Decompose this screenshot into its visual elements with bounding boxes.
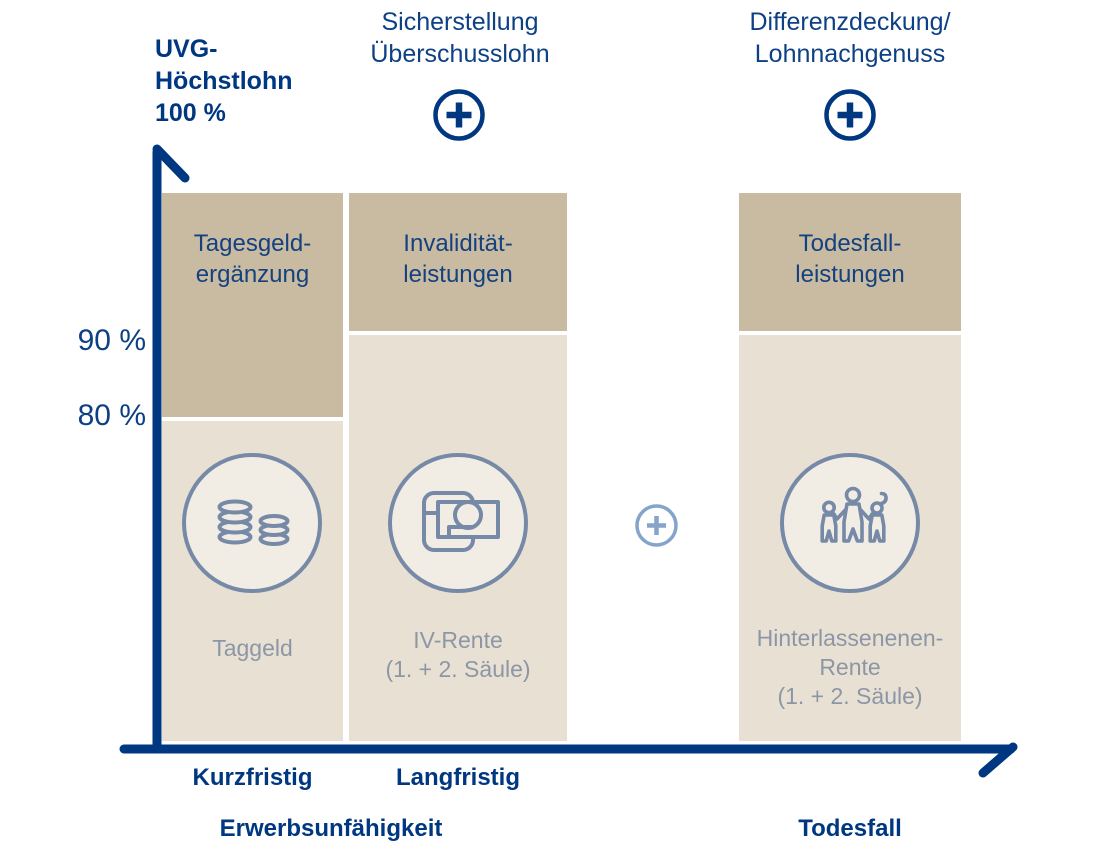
col2-icon-circle	[388, 453, 528, 593]
plus-icon	[635, 504, 678, 547]
header-line: Invalidität-	[403, 230, 513, 257]
caption-line: (1. + 2. Säule)	[385, 656, 531, 682]
axis-origin-title: UVG- Höchstlohn 100 %	[155, 33, 355, 129]
col1-header-band	[162, 193, 343, 417]
header-line: Todesfall-	[798, 230, 902, 257]
col3-header-band	[739, 193, 961, 331]
col3-icon-circle	[780, 453, 920, 593]
col1-icon-circle	[182, 453, 322, 593]
plus-circle-icon	[823, 88, 877, 142]
annotation-surplus-wage: Sicherstellung Überschusslohn	[330, 6, 590, 70]
annotation-line: Differenzdeckung/	[749, 8, 951, 36]
col3-header-label: Todesfall- leistungen	[739, 228, 961, 290]
group-label-erwerbsunfaehigkeit: Erwerbsunfähigkeit	[219, 815, 443, 842]
family-icon	[820, 486, 888, 543]
col3-caption: Hinterlassenenen- Rente (1. + 2. Säule)	[739, 624, 961, 711]
xlabel-kurzfristig: Kurzfristig	[192, 764, 313, 791]
annotation-line: Überschusslohn	[370, 40, 550, 68]
x-axis-arrowhead	[978, 742, 1018, 778]
col1-caption: Taggeld	[162, 634, 343, 663]
header-line: ergänzung	[195, 261, 310, 288]
wallet-icon	[422, 491, 500, 552]
caption-line: (1. + 2. Säule)	[777, 683, 923, 709]
caption-line: Hinterlassenenen-	[756, 625, 944, 651]
ytick-90: 90 %	[77, 324, 146, 357]
plus-connector	[634, 503, 679, 548]
annotation-difference-cover: Differenzdeckung/ Lohnnachgenuss	[720, 6, 980, 70]
col2-header-band	[349, 193, 567, 331]
plus-circle-icon	[432, 88, 486, 142]
header-line: leistungen	[403, 261, 513, 288]
header-line: leistungen	[795, 261, 905, 288]
caption-line: Taggeld	[212, 635, 293, 661]
annotation-line: Sicherstellung	[381, 8, 539, 36]
caption-line: Rente	[819, 654, 881, 680]
ytick-80: 80 %	[77, 399, 146, 432]
col2-header-label: Invalidität- leistungen	[349, 228, 567, 290]
plus-icon	[824, 89, 876, 141]
title-line: UVG-	[155, 35, 218, 63]
header-line: Tagesgeld-	[193, 230, 312, 257]
col2-caption: IV-Rente (1. + 2. Säule)	[349, 626, 567, 684]
annotation-line: Lohnnachgenuss	[754, 40, 946, 68]
plus-icon	[433, 89, 485, 141]
title-line: 100 %	[155, 99, 226, 127]
caption-line: IV-Rente	[413, 627, 503, 653]
group-label-todesfall: Todesfall	[798, 815, 902, 842]
col1-header-label: Tagesgeld- ergänzung	[162, 228, 343, 290]
xlabel-langfristig: Langfristig	[396, 764, 520, 791]
coins-icon	[217, 499, 290, 546]
title-line: Höchstlohn	[155, 67, 293, 95]
y-axis-arrowhead	[152, 144, 190, 183]
